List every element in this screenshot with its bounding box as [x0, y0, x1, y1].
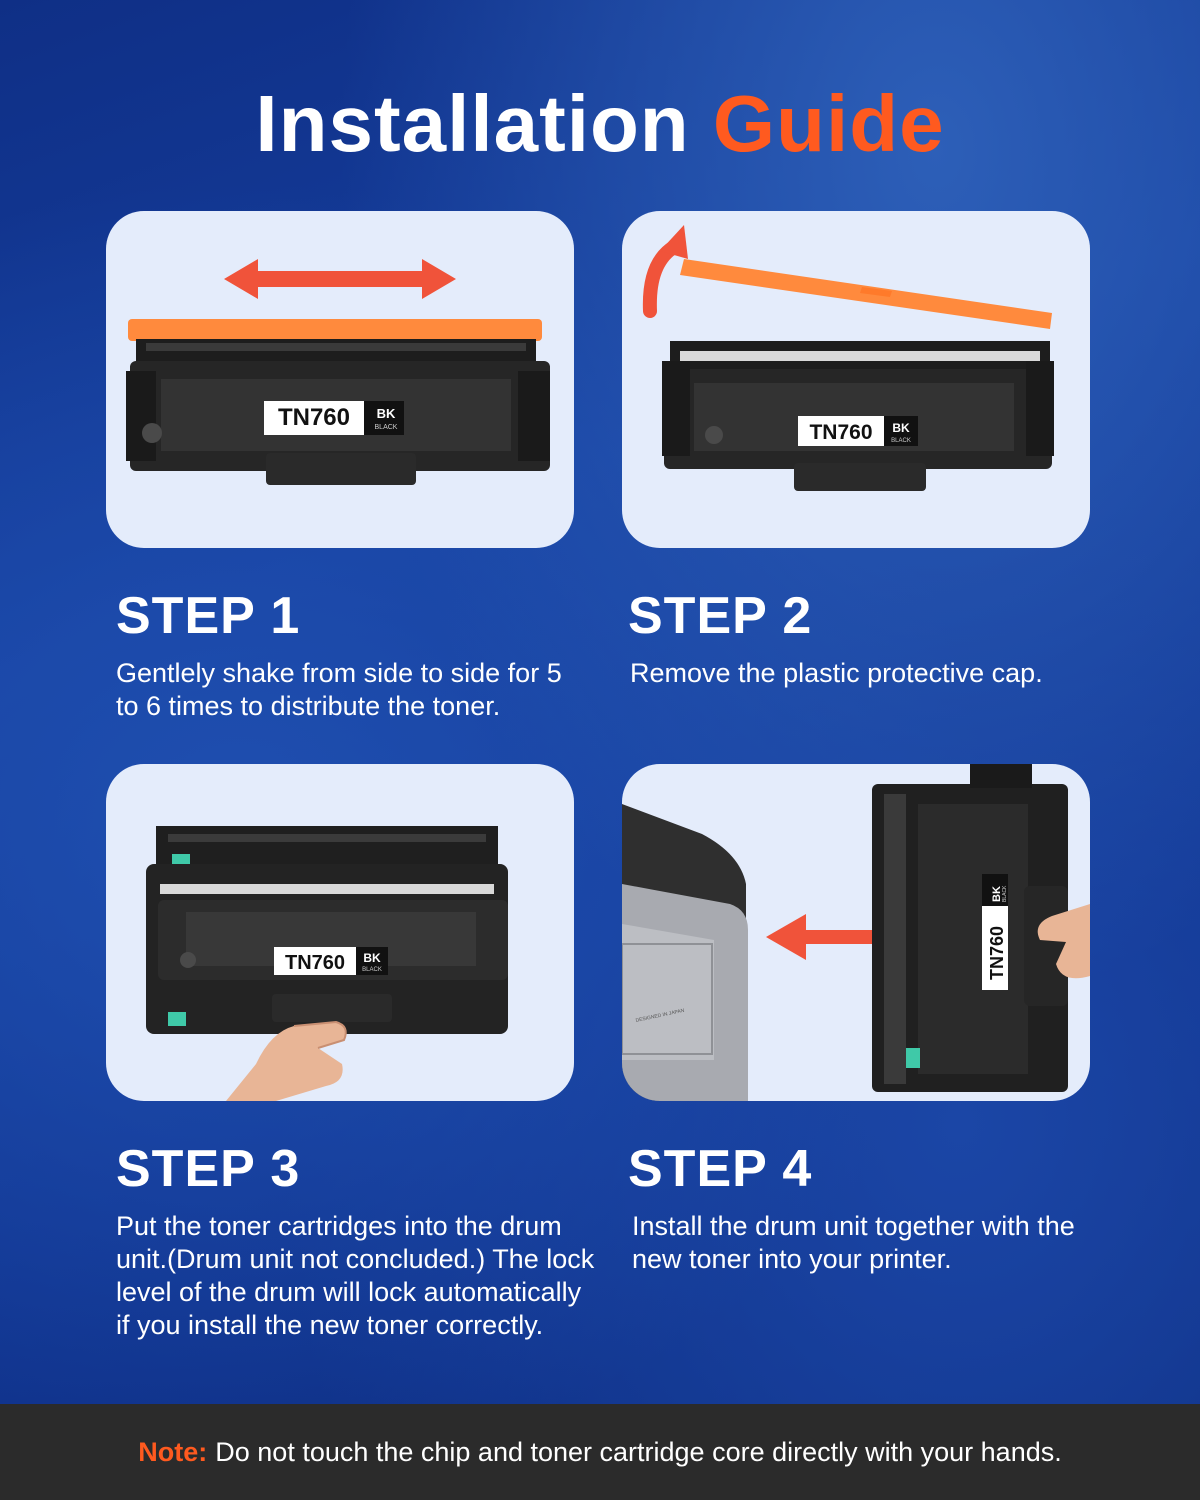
cartridge-model-label: TN760: [285, 952, 345, 974]
insert-arrow-icon: [766, 914, 892, 960]
cartridge-model-label: TN760: [987, 926, 1007, 980]
cartridge-color-name: BLACK: [375, 424, 398, 431]
page-title: Installation Guide: [0, 78, 1200, 170]
step-2-title: STEP 2: [628, 587, 813, 645]
cartridge-color-name: BLACK: [362, 967, 382, 973]
curved-arrow-icon: [642, 225, 688, 318]
step-3-title: STEP 3: [116, 1140, 301, 1198]
toner-cartridge-icon: [126, 319, 550, 485]
note-text: Do not touch the chip and toner cartridg…: [215, 1436, 1062, 1467]
drum-unit-icon: [872, 764, 1068, 1092]
hand-icon: [1037, 904, 1090, 979]
note-label: Note:: [138, 1436, 208, 1467]
cartridge-model-label: TN760: [278, 404, 350, 431]
title-main: Installation: [255, 79, 690, 168]
cartridge-color-code: BK: [377, 406, 396, 421]
toner-cartridge-icon: [662, 341, 1054, 491]
cartridge-color-code: BK: [892, 421, 910, 435]
step-2-text: Remove the plastic protective cap.: [630, 658, 1043, 688]
protective-cap-icon: [680, 259, 1052, 329]
title-accent: Guide: [712, 79, 945, 168]
step-1-title: STEP 1: [116, 587, 301, 645]
hand-icon: [226, 1020, 347, 1101]
step-4-image: DESIGNED IN JAPAN TN760 BK BLACK: [622, 764, 1090, 1101]
cartridge-model-label: TN760: [809, 421, 872, 444]
note-bar: Note: Do not touch the chip and toner ca…: [0, 1404, 1200, 1500]
step-4-title: STEP 4: [628, 1140, 813, 1198]
step-2-image: TN760 BK BLACK: [622, 211, 1090, 548]
shake-arrow-icon: [224, 259, 456, 299]
step-1-image: TN760 BK BLACK: [106, 211, 574, 548]
toner-cartridge-icon: [158, 900, 508, 1022]
step-3-text: Put the toner cartridges into the drum u…: [116, 1211, 595, 1340]
step-4-text: Install the drum unit together with the …: [632, 1211, 1075, 1274]
cartridge-color-name: BLACK: [891, 438, 911, 444]
printer-icon: [622, 804, 748, 1101]
cartridge-color-code: BK: [991, 886, 1003, 902]
step-1-text: Gentlely shake from side to side for 5 t…: [116, 658, 562, 721]
cartridge-color-name: BLACK: [1002, 885, 1008, 902]
cartridge-color-code: BK: [363, 951, 381, 965]
step-3-image: TN760 BK BLACK: [106, 764, 574, 1101]
